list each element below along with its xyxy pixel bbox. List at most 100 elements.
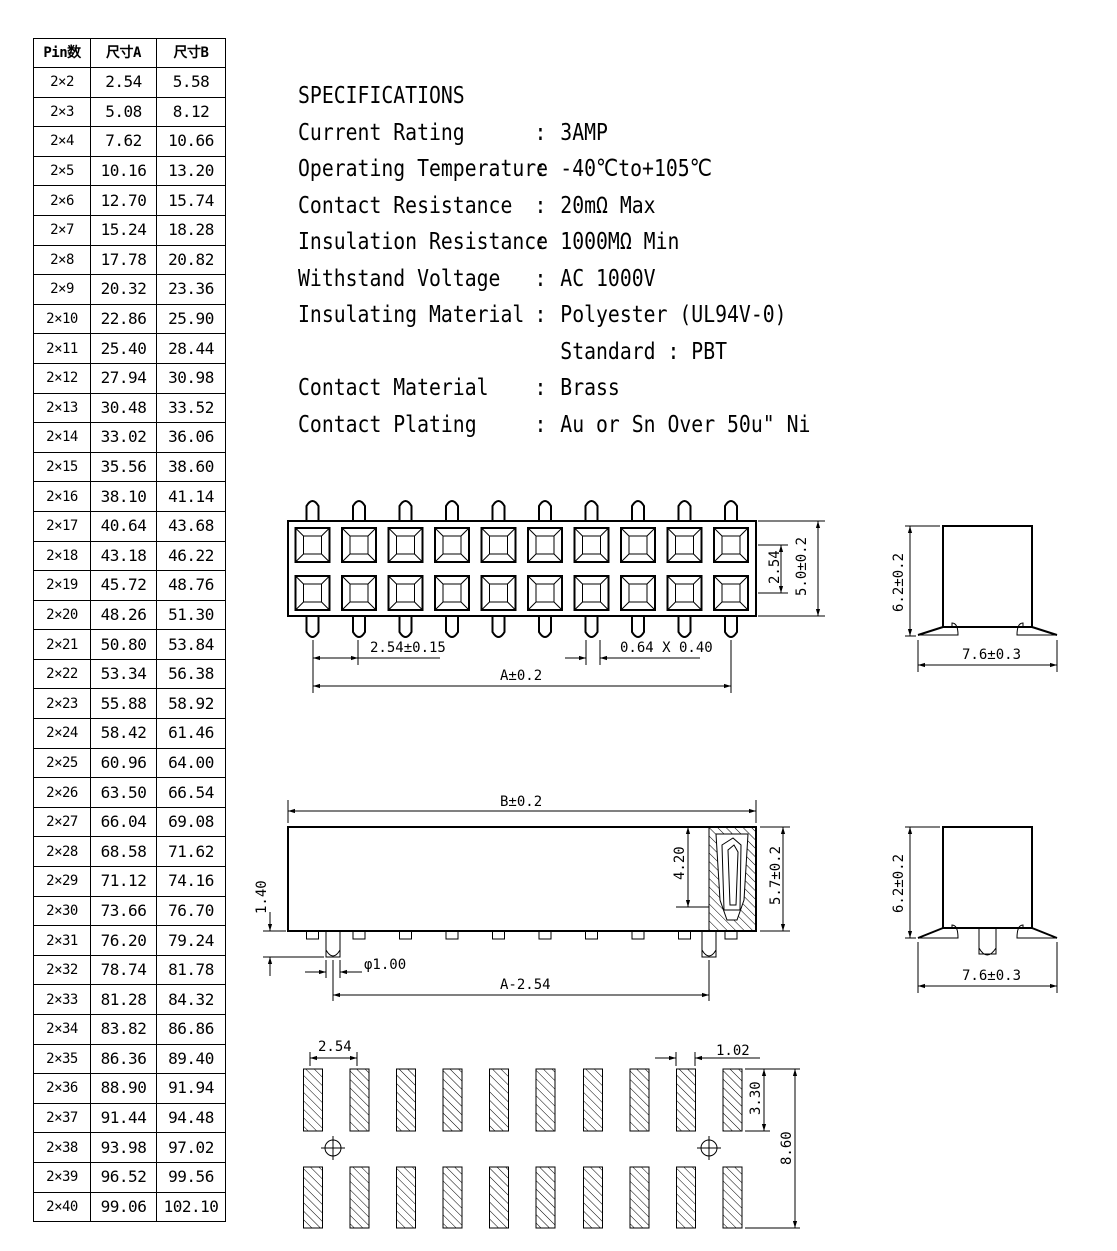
cell-size-a: 71.12 xyxy=(90,866,157,897)
dim-pcb-span: 8.60 xyxy=(779,1131,795,1165)
cell-size-b: 79.24 xyxy=(156,925,226,956)
cell-pins: 2×27 xyxy=(33,806,91,838)
spec-value: Standard : PBT xyxy=(560,338,728,365)
cell-size-b: 43.68 xyxy=(156,510,226,542)
dim-side1-height: 6.2±0.2 xyxy=(891,553,907,612)
cell-pins: 2×9 xyxy=(33,274,91,305)
cell-size-a: 99.06 xyxy=(90,1191,157,1223)
cell-size-a: 76.20 xyxy=(90,925,157,956)
cell-size-a: 66.04 xyxy=(90,806,157,838)
side-view-upper: 6.2±0.2 7.6±0.3 xyxy=(891,525,1058,672)
contact-inner xyxy=(489,583,508,603)
cell-size-a: 15.24 xyxy=(90,214,157,246)
cell-pins: 2×21 xyxy=(33,629,91,660)
pcb-pads xyxy=(303,1068,743,1229)
cell-pins: 2×14 xyxy=(33,422,91,453)
spec-label: Withstand Voltage xyxy=(298,265,501,292)
front-pin-stub xyxy=(399,930,412,940)
cell-pins: 2×34 xyxy=(33,1014,91,1045)
contact-cell xyxy=(387,575,424,611)
cell-pins: 2×18 xyxy=(33,540,91,572)
cell-size-b: 13.20 xyxy=(156,155,226,187)
front-pin-stub xyxy=(631,930,645,940)
pin-tail-lower xyxy=(398,616,413,638)
cell-pins: 2×4 xyxy=(33,126,91,157)
spec-row: Insulating Material:Polyester (UL94V-0) xyxy=(298,297,810,334)
spec-separator: : xyxy=(534,156,547,182)
cell-size-a: 81.28 xyxy=(90,984,157,1015)
pcb-pad-lower xyxy=(303,1166,323,1229)
dim-front-height: 5.7±0.2 xyxy=(768,846,784,905)
contact-inner xyxy=(721,583,741,603)
contact-cell xyxy=(434,575,470,611)
contact-cell xyxy=(294,575,331,611)
cell-pins: 2×37 xyxy=(33,1102,91,1134)
dim-front-b: B±0.2 xyxy=(500,794,542,810)
cell-size-b: 38.60 xyxy=(156,451,226,483)
cell-size-a: 63.50 xyxy=(90,777,157,808)
contact-cell xyxy=(620,575,656,611)
cell-size-b: 25.90 xyxy=(156,303,226,335)
pin-tail-lower xyxy=(677,616,692,638)
pcb-pad-upper xyxy=(722,1068,743,1132)
contact-chamfer xyxy=(667,527,702,563)
contact-cell xyxy=(573,527,610,563)
cell-size-a: 5.08 xyxy=(90,96,157,128)
pcb-pad-lower xyxy=(535,1166,556,1229)
spec-separator: : xyxy=(534,192,547,219)
spec-value: Brass xyxy=(560,375,620,401)
pcb-pad-upper xyxy=(489,1068,509,1132)
cell-size-a: 91.44 xyxy=(90,1102,157,1134)
pin-tail-upper xyxy=(677,500,692,521)
spec-value: 1000MΩ Min xyxy=(560,229,680,255)
dim-top-pitch-vertical: 2.54 xyxy=(767,550,783,584)
pcb-pad-lower xyxy=(349,1166,370,1229)
contact-cell xyxy=(341,575,377,611)
pin-tail-upper xyxy=(445,500,459,521)
cell-size-b: 81.78 xyxy=(156,954,226,986)
dim-pcb-pitch: 2.54 xyxy=(318,1039,352,1055)
contact-chamfer xyxy=(341,575,377,611)
cell-pins: 2×15 xyxy=(33,451,91,483)
pcb-pad-lower xyxy=(722,1166,743,1229)
specifications-title: SPECIFICATIONS xyxy=(298,83,465,109)
contact-inner xyxy=(535,583,555,603)
cell-size-a: 73.66 xyxy=(90,895,157,927)
cell-pins: 2×23 xyxy=(33,688,91,720)
header-size-b: 尺寸B xyxy=(156,38,226,68)
cell-pins: 2×11 xyxy=(33,333,91,364)
dim-side1-width: 7.6±0.3 xyxy=(962,647,1021,663)
contact-inner xyxy=(628,535,648,555)
header-size-a: 尺寸A xyxy=(90,38,157,68)
cell-size-a: 10.16 xyxy=(90,155,157,187)
cell-size-b: 8.12 xyxy=(156,96,226,128)
table-header-row: Pin数 尺寸A 尺寸B xyxy=(33,38,226,68)
cell-size-b: 48.76 xyxy=(156,570,226,601)
pcb-pad-lower xyxy=(583,1166,603,1229)
spec-row: Contact Plating:Au or Sn Over 50u" Ni xyxy=(298,407,810,444)
contact-chamfer xyxy=(481,575,516,611)
spec-value: -40℃to+105℃ xyxy=(560,156,712,182)
contact-inner xyxy=(628,583,648,603)
cell-size-b: 41.14 xyxy=(156,481,226,512)
spec-label: Contact Resistance xyxy=(298,192,513,219)
contact-inner xyxy=(489,535,508,555)
front-pin-stub xyxy=(306,930,319,940)
top-view-housing xyxy=(287,520,757,617)
cell-size-a: 93.98 xyxy=(90,1132,157,1163)
contact-chamfer xyxy=(527,527,563,563)
front-pin-stub xyxy=(352,930,366,940)
